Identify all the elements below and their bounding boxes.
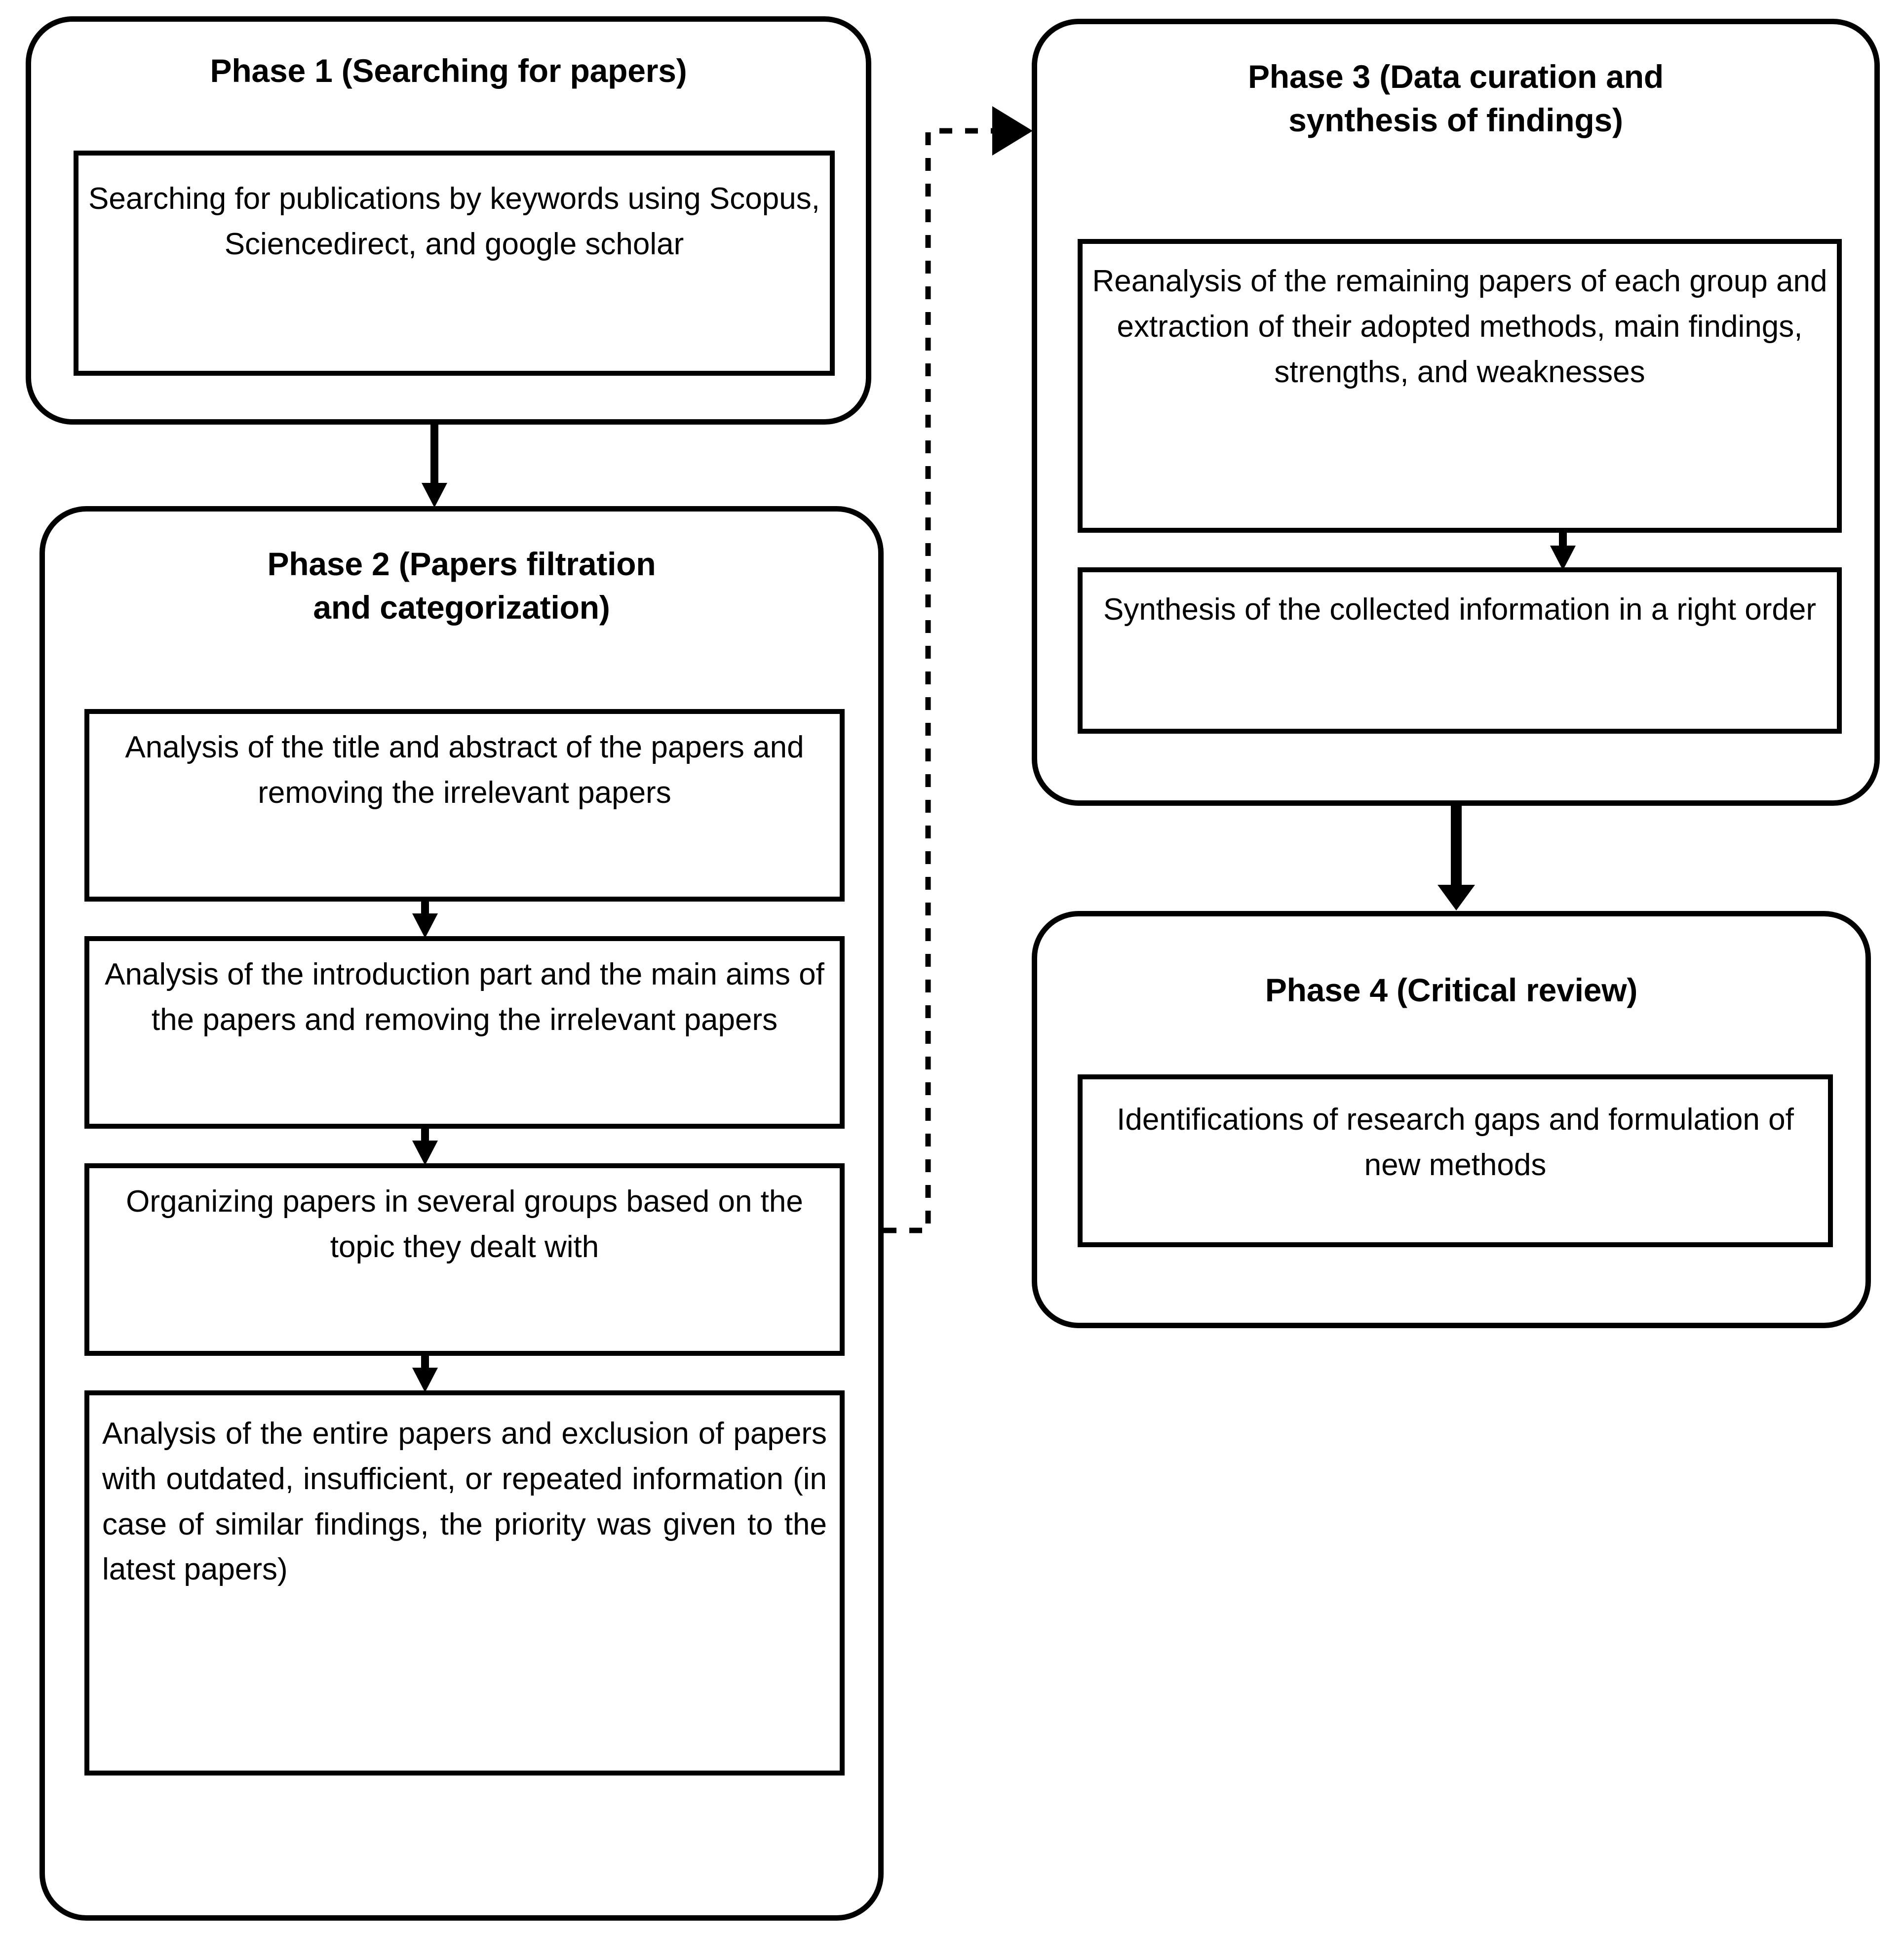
phase-2-step-4-box[interactable]: Analysis of the entire papers and exclus… <box>84 1390 845 1776</box>
connector-shaft <box>421 1355 429 1371</box>
arrowhead-down-icon <box>1550 546 1576 570</box>
phase-3-container[interactable]: Phase 3 (Data curation and synthesis of … <box>1032 19 1880 806</box>
phase-1-title: Phase 1 (Searching for papers) <box>210 52 687 89</box>
phase-3-step-1-text: Reanalysis of the remaining papers of ea… <box>1092 264 1827 389</box>
phase-2-step-2-box[interactable]: Analysis of the introduction part and th… <box>84 936 845 1129</box>
phase-1-container[interactable]: Phase 1 (Searching for papers) Searching… <box>26 16 871 425</box>
arrowhead-right-icon <box>992 106 1033 156</box>
connector-p3-step1-to-step2 <box>1533 532 1593 570</box>
phase-3-title-line-2: synthesis of findings) <box>1288 102 1623 139</box>
connector-shaft <box>421 901 429 916</box>
phase-2-step-3-box[interactable]: Organizing papers in several groups base… <box>84 1163 845 1356</box>
dotted-path <box>884 128 992 1233</box>
connector-shaft <box>421 1128 429 1144</box>
phase-3-step-2-text: Synthesis of the collected information i… <box>1103 592 1816 627</box>
phase-3-step-1-box[interactable]: Reanalysis of the remaining papers of ea… <box>1078 239 1842 533</box>
phase-3-title-line-1: Phase 3 (Data curation and <box>1247 58 1664 95</box>
connector-shaft <box>430 425 438 485</box>
phase-2-step-2-text: Analysis of the introduction part and th… <box>105 957 824 1037</box>
phase-2-step-4-text: Analysis of the entire papers and exclus… <box>102 1417 827 1587</box>
arrowhead-down-icon <box>422 483 447 508</box>
connector-phase3-to-phase4 <box>1417 806 1496 912</box>
arrowhead-down-icon <box>412 913 438 938</box>
connector-p2-step2-to-step3 <box>395 1128 455 1165</box>
phase-4-step-1-text: Identifications of research gaps and for… <box>1117 1103 1794 1182</box>
phase-1-step-1-text: Searching for publications by keywords u… <box>88 182 820 261</box>
phase-4-title: Phase 4 (Critical review) <box>1265 972 1638 1008</box>
connector-shaft <box>1451 806 1462 887</box>
phase-3-title: Phase 3 (Data curation and synthesis of … <box>1037 55 1874 142</box>
phase-2-container[interactable]: Phase 2 (Papers filtration and categoriz… <box>39 506 884 1921</box>
connector-shaft <box>1559 532 1567 549</box>
phase-1-step-1-box[interactable]: Searching for publications by keywords u… <box>74 151 835 376</box>
phase-2-step-3-text: Organizing papers in several groups base… <box>126 1184 803 1264</box>
phase-3-step-2-box[interactable]: Synthesis of the collected information i… <box>1078 567 1842 734</box>
phase-4-container[interactable]: Phase 4 (Critical review) Identification… <box>1032 911 1871 1328</box>
phase-2-step-1-box[interactable]: Analysis of the title and abstract of th… <box>84 709 845 902</box>
connector-p2-step1-to-step2 <box>395 901 455 938</box>
arrowhead-down-icon <box>1438 885 1475 910</box>
arrowhead-down-icon <box>412 1141 438 1165</box>
phase-2-title: Phase 2 (Papers filtration and categoriz… <box>45 542 878 630</box>
phase-2-title-line-2: and categorization) <box>313 589 610 626</box>
arrowhead-down-icon <box>412 1368 438 1392</box>
phase-4-step-1-box[interactable]: Identifications of research gaps and for… <box>1078 1074 1833 1247</box>
phase-2-title-line-1: Phase 2 (Papers filtration <box>267 546 656 582</box>
connector-p2-step3-to-step4 <box>395 1355 455 1392</box>
connector-phase1-to-phase2 <box>405 425 464 509</box>
phase-2-step-1-text: Analysis of the title and abstract of th… <box>125 730 804 810</box>
